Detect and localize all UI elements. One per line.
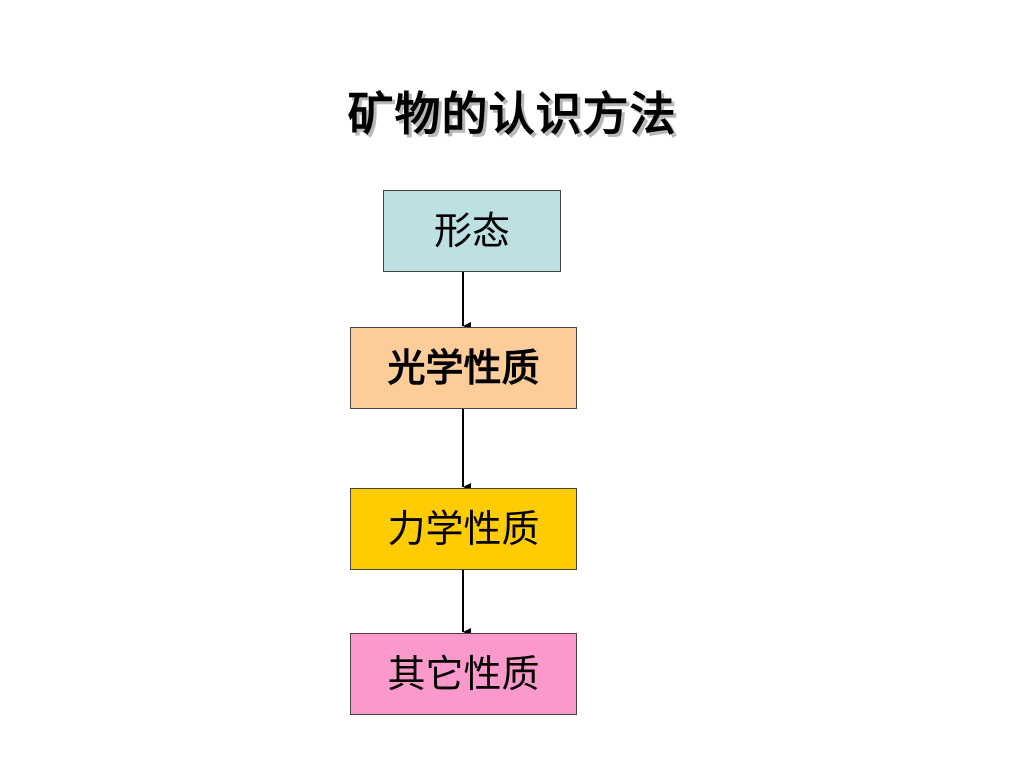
flow-step-label: 力学性质 [387, 507, 540, 551]
flow-step-morphology: 形态 [383, 190, 561, 272]
flow-step-label: 光学性质 [387, 345, 540, 390]
flow-step-optical-properties: 光学性质 [350, 327, 577, 409]
page-title: 矿物的认识方法 [347, 87, 677, 141]
flow-step-label: 其它性质 [387, 652, 540, 696]
flow-step-label: 形态 [433, 209, 510, 253]
flow-step-mechanical-properties: 力学性质 [350, 488, 577, 570]
flow-step-other-properties: 其它性质 [350, 633, 577, 715]
